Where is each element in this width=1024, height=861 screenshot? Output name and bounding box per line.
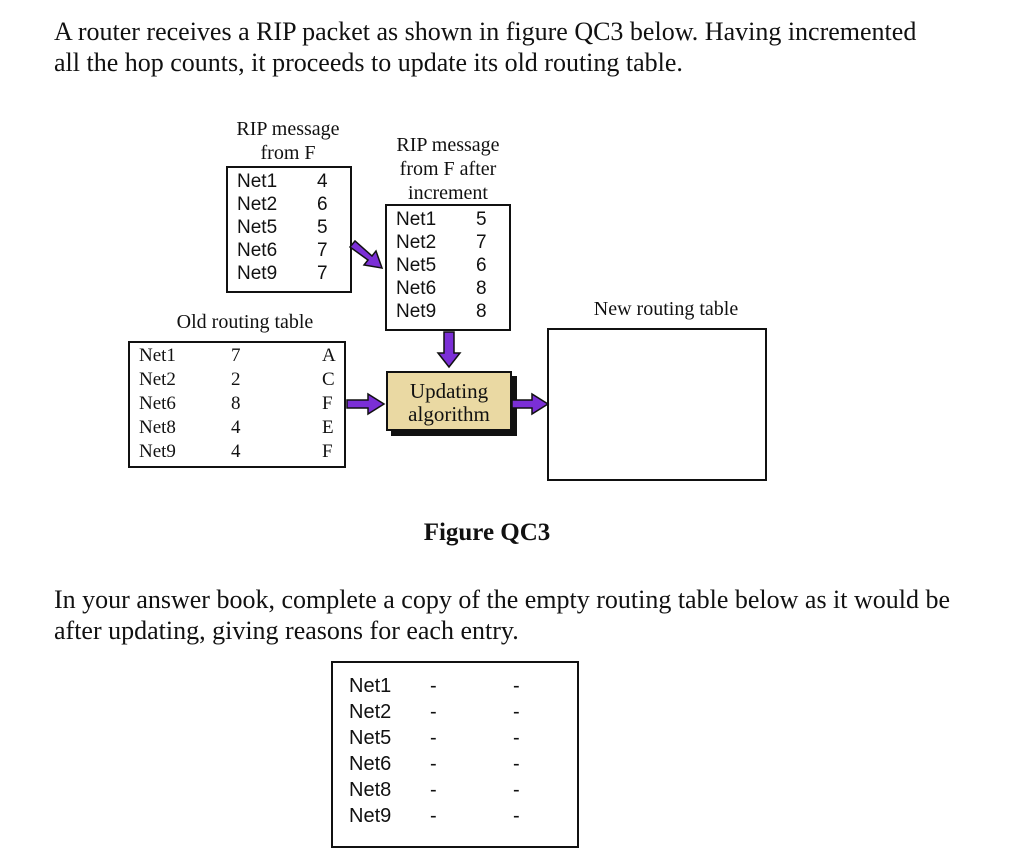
old-row-hops: 7 [231,345,241,366]
answer-routing-table: Net1 - - Net2 - - Net5 - - Net6 - - Net8… [331,661,579,848]
answer-row-net: Net9 [349,805,392,827]
answer-row-net: Net8 [349,779,392,801]
answer-row-hops: - [430,675,437,697]
rip-row-hops: 7 [317,240,328,261]
rip-after-row-net: Net2 [396,232,437,253]
old-row-net: Net2 [139,369,176,390]
answer-row-next: - [513,753,520,775]
rip-after-label-line1: RIP message [396,134,500,156]
rip-message-label-line2: from F [260,142,316,164]
rip-after-row-hops: 5 [476,209,487,230]
answer-row-next: - [513,805,520,827]
rip-after-row-net: Net9 [396,301,437,322]
answer-row-net: Net5 [349,727,392,749]
old-routing-table-label: Old routing table [176,311,314,333]
answer-row-next: - [513,779,520,801]
old-row-hops: 4 [231,417,241,438]
new-routing-table-label: New routing table [593,298,739,320]
old-row-hops: 4 [231,441,241,462]
question-instruction: In your answer book, complete a copy of … [54,584,950,646]
rip-row-hops: 5 [317,217,328,238]
answer-row-net: Net1 [349,675,392,697]
old-row-net: Net6 [139,393,176,414]
old-row-next: C [322,369,335,390]
old-row-hops: 2 [231,369,241,390]
rip-message-label: RIP message from F [218,117,358,165]
answer-row-hops: - [430,701,437,723]
rip-after-label-line2: from F after [399,158,497,180]
answer-row-next: - [513,675,520,697]
answer-row-hops: - [430,805,437,827]
arrow-rip-to-increment [348,239,384,269]
rip-after-row-hops: 8 [476,301,487,322]
old-row-next: F [322,441,333,462]
answer-row-next: - [513,701,520,723]
rip-after-increment-label: RIP message from F after increment [378,133,518,205]
old-row-net: Net1 [139,345,176,366]
rip-row-net: Net2 [237,194,278,215]
question-intro: A router receives a RIP packet as shown … [54,16,916,78]
instruction-line-1: In your answer book, complete a copy of … [54,585,951,614]
updating-algorithm-box: Updating algorithm [386,371,512,431]
rip-message-table: Net1 4 Net2 6 Net5 5 Net6 7 Net9 7 [226,166,352,293]
arrow-increment-to-algorithm [436,331,462,369]
intro-line-2: all the hop counts, it proceeds to updat… [54,48,683,77]
old-row-next: E [322,417,334,438]
old-row-net: Net9 [139,441,176,462]
old-row-next: F [322,393,333,414]
rip-row-hops: 4 [317,171,328,192]
old-routing-table: Net1 7 A Net2 2 C Net6 8 F Net8 4 E Net9… [128,341,346,468]
rip-after-row-hops: 7 [476,232,487,253]
rip-after-row-hops: 8 [476,278,487,299]
intro-line-1: A router receives a RIP packet as shown … [54,17,917,46]
rip-after-row-net: Net6 [396,278,437,299]
answer-row-next: - [513,727,520,749]
rip-row-net: Net5 [237,217,278,238]
rip-row-net: Net9 [237,263,278,284]
rip-message-label-line1: RIP message [236,118,340,140]
rip-row-net: Net6 [237,240,278,261]
rip-row-net: Net1 [237,171,278,192]
rip-row-hops: 7 [317,263,328,284]
arrow-old-table-to-algorithm [346,392,386,416]
answer-row-net: Net2 [349,701,392,723]
answer-row-hops: - [430,727,437,749]
instruction-line-2: after updating, giving reasons for each … [54,616,519,645]
old-row-net: Net8 [139,417,176,438]
rip-after-row-hops: 6 [476,255,487,276]
rip-after-row-net: Net5 [396,255,437,276]
answer-row-hops: - [430,753,437,775]
rip-row-hops: 6 [317,194,328,215]
rip-after-label-line3: increment [408,182,488,204]
old-row-hops: 8 [231,393,241,414]
figure-caption: Figure QC3 [423,519,551,546]
rip-after-increment-table: Net1 5 Net2 7 Net5 6 Net6 8 Net9 8 [385,204,511,331]
arrow-algorithm-to-new-table [511,392,550,416]
algorithm-line2: algorithm [408,402,490,426]
answer-row-net: Net6 [349,753,392,775]
rip-after-row-net: Net1 [396,209,437,230]
answer-row-hops: - [430,779,437,801]
algorithm-line1: Updating [409,379,489,403]
old-row-next: A [322,345,336,366]
